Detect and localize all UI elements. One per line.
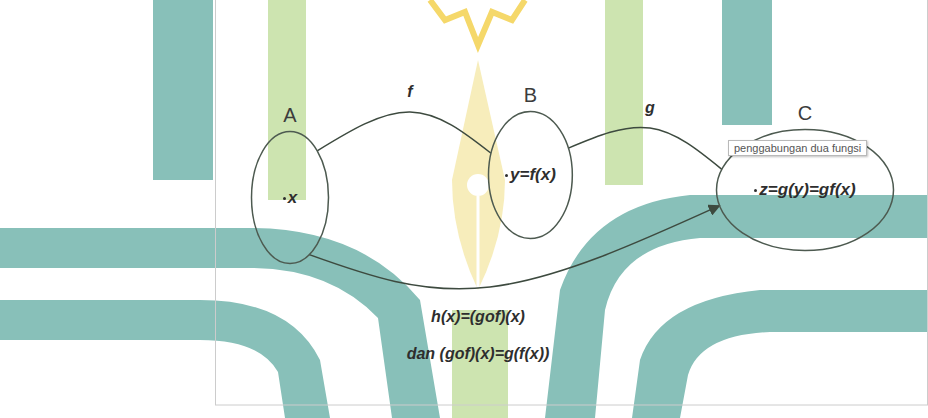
mapping-arrow [568, 127, 721, 169]
teal-bar [722, 0, 772, 125]
point-dot [754, 189, 757, 192]
teal-band [0, 300, 330, 418]
green-bar [605, 0, 643, 185]
function-name: g [645, 99, 655, 117]
formula: h(x)=(gof)(x) [431, 308, 525, 326]
element-text: x [288, 188, 297, 207]
pen-nib-hole [467, 174, 489, 196]
point-dot [283, 197, 286, 200]
pen-nib [452, 60, 505, 290]
element-label: x [283, 188, 297, 208]
ellipse-body: x [250, 130, 330, 265]
ellipse-content: y=f(x) [487, 110, 574, 240]
ellipse-shape [489, 112, 573, 239]
formula: dan (gof)(x)=g(f(x)) [407, 345, 550, 363]
ellipse-content: x [250, 130, 330, 265]
element-label: y=f(x) [505, 165, 556, 185]
star-outline [430, 0, 525, 45]
set-ellipse: Cz=g(y)=gf(x) [715, 98, 895, 252]
element-text: y=f(x) [510, 165, 556, 184]
green-bar [268, 0, 306, 200]
element-text: z=g(y)=gf(x) [759, 180, 855, 199]
frame [216, 0, 928, 405]
teal-band [632, 290, 928, 418]
ellipse-body: y=f(x) [487, 110, 574, 240]
teal-bar [153, 0, 213, 180]
pen-nib-slit [477, 196, 480, 288]
function-name: f [407, 83, 412, 101]
mapping-arrow [317, 112, 491, 153]
point-dot [505, 174, 508, 177]
ellipse-shape [717, 130, 894, 251]
set-name: A [250, 100, 330, 130]
teal-band [0, 228, 440, 418]
element-label: z=g(y)=gf(x) [754, 180, 855, 200]
set-ellipse: By=f(x) [487, 80, 574, 240]
ellipse-shape [252, 132, 329, 264]
set-name: B [487, 80, 574, 110]
green-bar [452, 310, 508, 418]
set-ellipse: Ax [250, 100, 330, 265]
tooltip-note: penggabungan dua fungsi [728, 140, 867, 156]
mapping-arrow [309, 206, 719, 289]
set-name: C [715, 98, 895, 128]
